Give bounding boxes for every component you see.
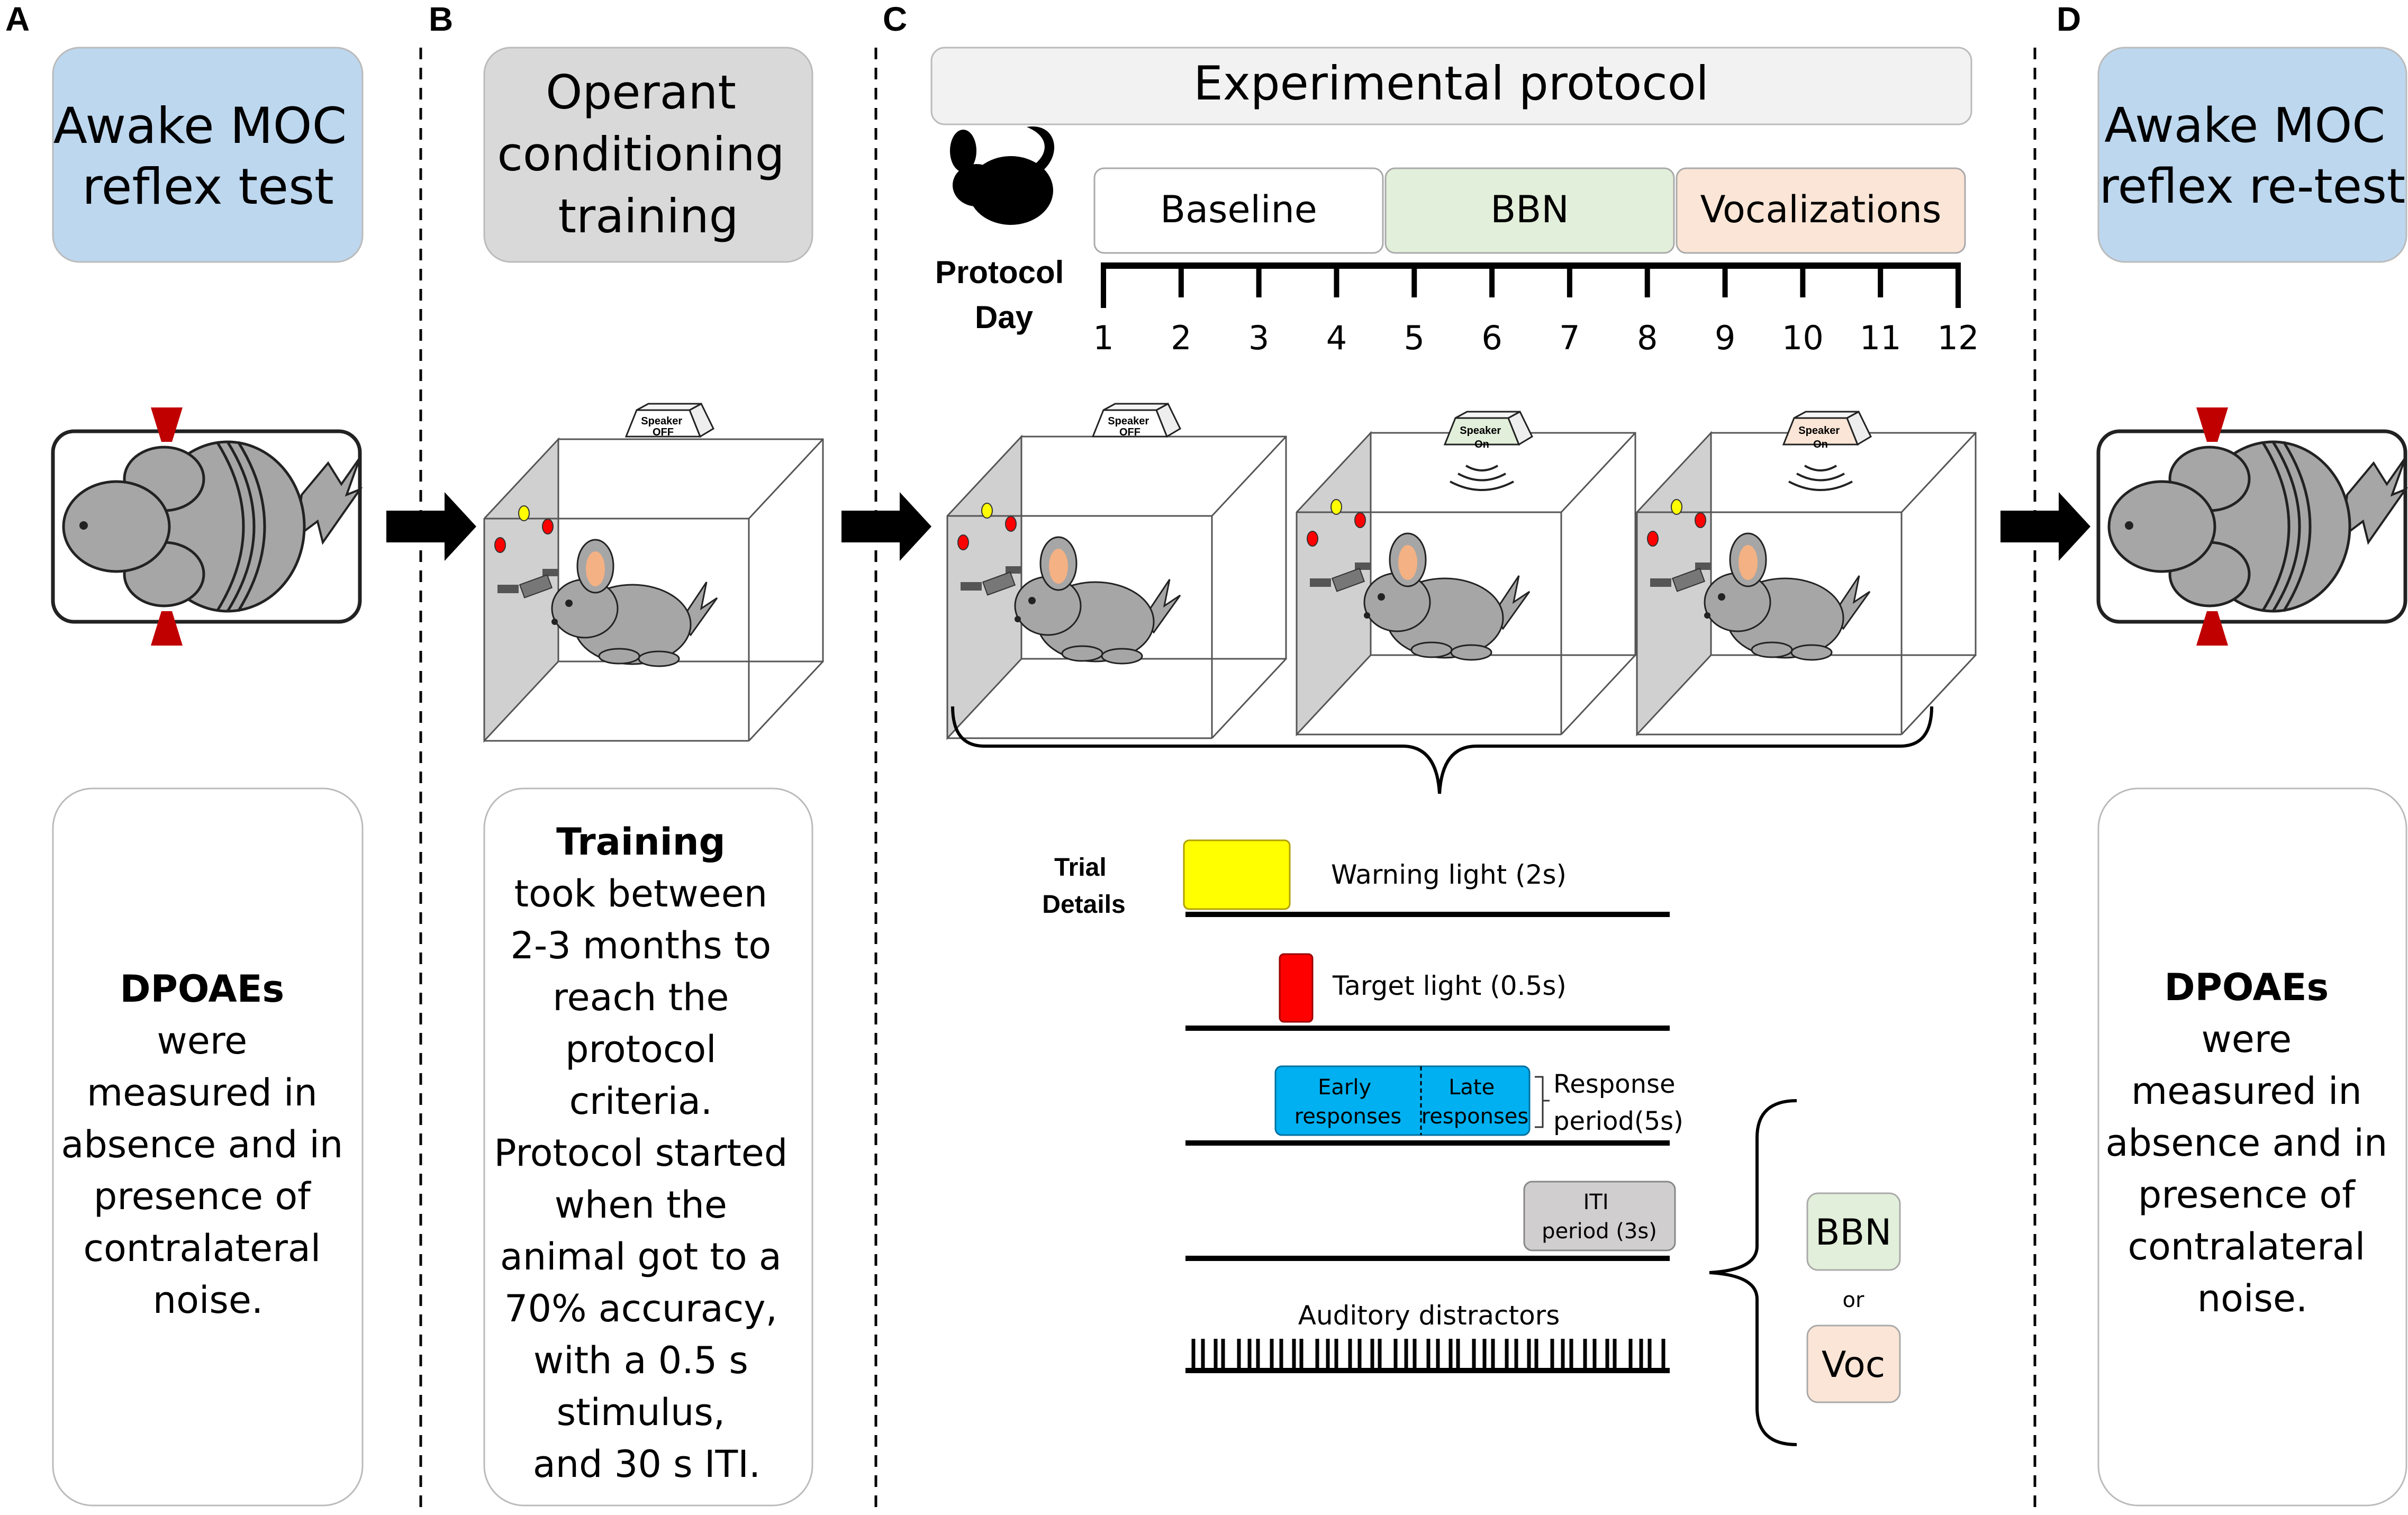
panel-d-text-box [2097,787,2407,1507]
restrained-animal-retest-icon [2098,407,2405,646]
protocol-title: Experimental protocol [1193,56,1709,111]
day-label: 1 [1093,319,1114,357]
chinchilla-icon [950,126,1055,225]
arrow-b-to-c-icon [841,492,931,561]
panel-b-title-box [483,47,813,263]
day-label: 10 [1782,319,1824,357]
arrow-a-to-b-icon [386,492,476,561]
training-chamber [483,438,824,742]
day-label: 8 [1637,319,1658,357]
protocol-title-box [930,47,1972,125]
panel-a-title-box [52,47,364,263]
day-label: 2 [1171,319,1191,357]
speaker-voc-label: Speaker On [1798,425,1842,450]
panel-a-text-box [52,787,364,1507]
arrow-c-to-d-icon [2000,492,2090,561]
warning-light-block [1183,839,1291,910]
bbn-option-box [1806,1192,1901,1271]
panel-b-description: Training took between 2-3 months to reac… [494,820,799,1486]
panel-dividers [419,48,2036,1515]
response-period-label: Response period(5s) [1553,1069,1683,1136]
baseline-chamber [946,436,1287,739]
chambers-brace [951,706,1933,794]
iti-period-block [1523,1181,1676,1251]
panel-a-description: DPOAEs were measured in absence and in p… [61,967,355,1322]
speaker-off-label: Speaker OFF [1108,415,1152,438]
panel-d-title-box [2097,47,2407,263]
panel-b-text-box [483,787,813,1507]
speaker-label: Speaker OFF [641,415,685,438]
panel-letter-b: B [429,0,453,38]
phase-label: Baseline [1160,188,1317,231]
voc-option-box [1806,1325,1901,1403]
panel-letter-a: A [5,0,30,38]
target-light-block [1279,953,1314,1023]
panel-b-title: Operant conditioning training [497,65,800,243]
phase-box [1093,167,1384,254]
panel-letter-c: C [883,0,907,38]
voc-option-label: Voc [1822,1344,1885,1386]
day-label: 12 [1938,319,1979,357]
day-label: 7 [1559,319,1580,357]
distractor-ticks [1191,1339,1665,1371]
panel-d-title: Awake MOC reflex re-test [2099,98,2405,214]
sound-waves-voc-icon [1788,465,1853,491]
phase-box [1676,167,1966,254]
day-label: 4 [1326,319,1347,357]
speaker-bbn-label: Speaker On [1460,425,1504,450]
iti-period-label: ITI period (3s) [1542,1190,1657,1244]
day-label: 5 [1404,319,1425,357]
target-light-label: Target light (0.5s) [1332,970,1567,1001]
restrained-animal-icon [53,407,360,646]
options-brace [1709,1099,1797,1446]
day-label: 9 [1715,319,1735,357]
bbn-option-label: BBN [1815,1212,1891,1254]
phase-box [1384,167,1675,254]
late-responses-label: Late responses [1422,1075,1529,1129]
early-responses-label: Early responses [1294,1075,1402,1129]
phase-label: BBN [1490,188,1569,231]
sound-waves-bbn-icon [1449,465,1515,491]
day-label: 6 [1481,319,1502,357]
day-label: 3 [1248,319,1269,357]
phase-label: Vocalizations [1700,188,1942,231]
panel-d-description: DPOAEs were measured in absence and in p… [2105,966,2399,1320]
auditory-distractors-label: Auditory distractors [1298,1300,1560,1331]
panel-letter-d: D [2057,0,2081,38]
warning-light-label: Warning light (2s) [1331,859,1567,890]
panel-a-title: Awake MOC reflex test [53,97,363,216]
or-label: or [1843,1288,1864,1312]
day-label: 11 [1860,319,1902,357]
trial-details-label: Trial Details [1042,854,1125,919]
protocol-day-label: Protocol Day [935,255,1073,335]
response-period-block [1274,1065,1531,1136]
phase-boxes: Baseline BBN Vocalizations [1093,167,1966,254]
